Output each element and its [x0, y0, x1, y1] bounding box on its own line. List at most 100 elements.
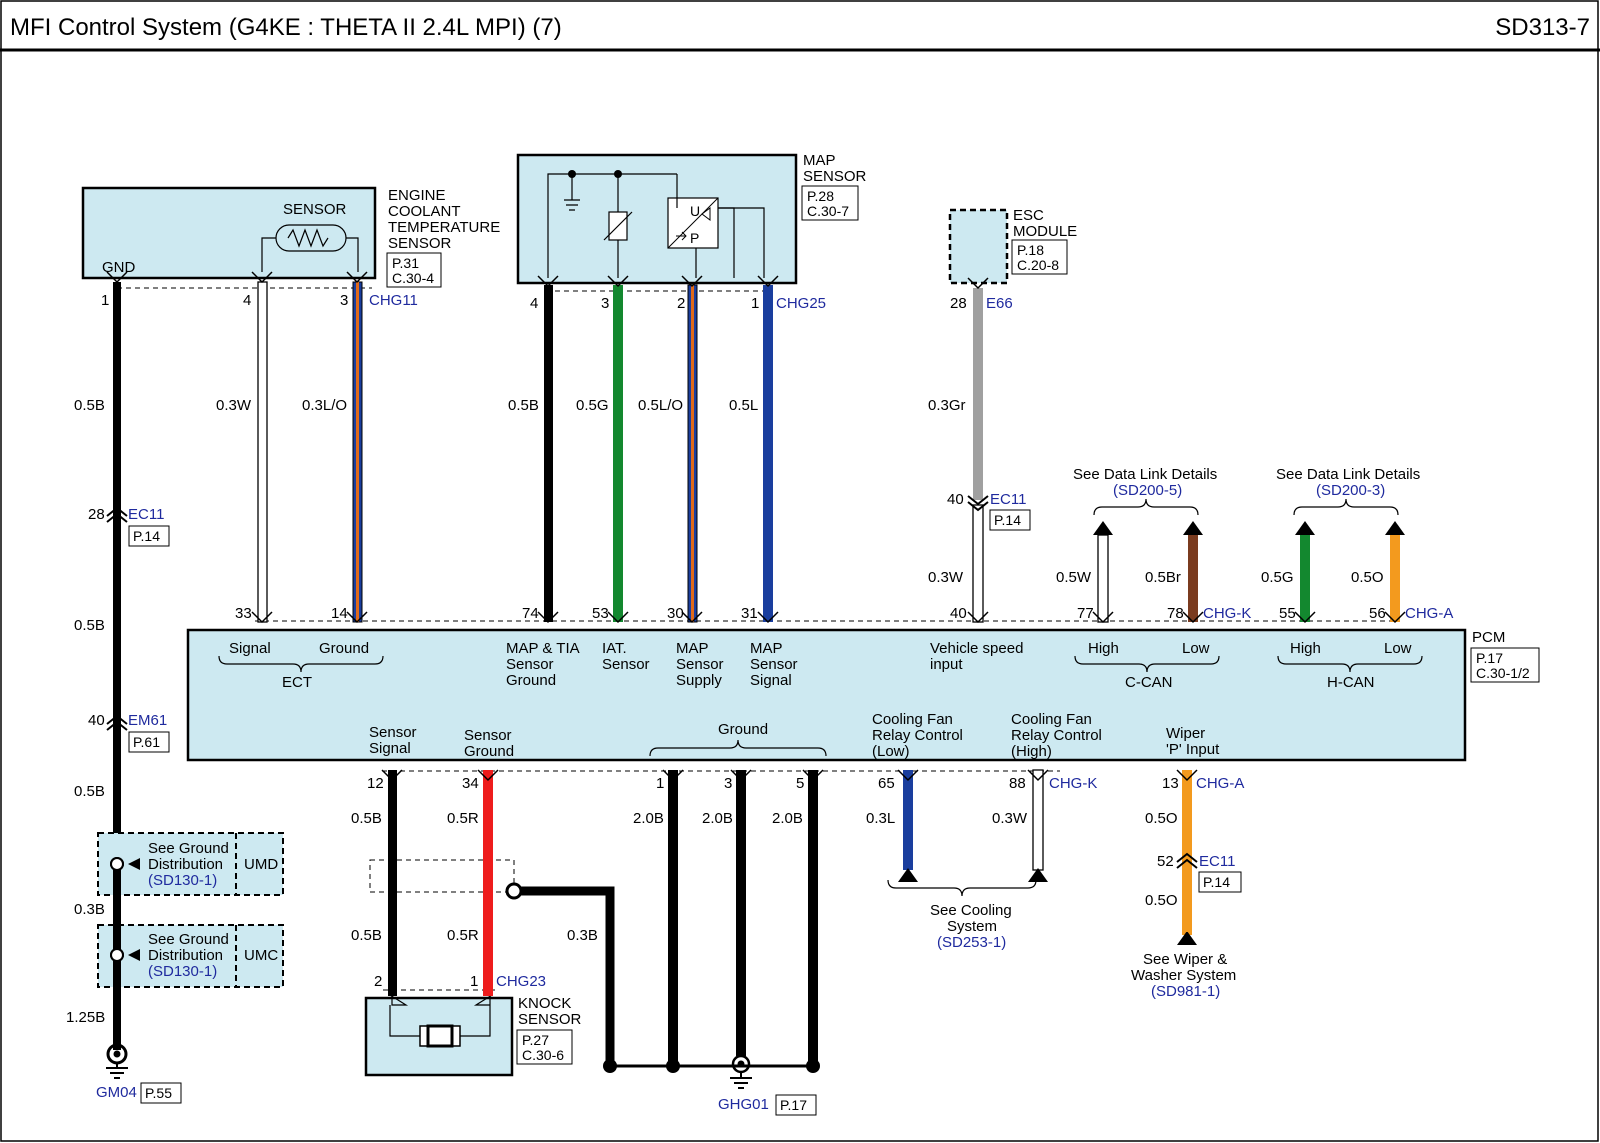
pcm-fan-low-3: (Low)	[872, 743, 910, 760]
pcm-sensor-ground-2: Ground	[464, 743, 514, 760]
pcm-ect: ECT	[282, 674, 312, 691]
pcm-sensor-signal-1: Sensor	[369, 724, 417, 741]
gd-umc-text-2: Distribution	[148, 947, 223, 964]
connector-chg23: CHG23	[496, 973, 546, 990]
pcm-iat-1: IAT.	[602, 640, 627, 657]
gd-umc-text-1: See Ground	[148, 931, 229, 948]
map-conn: C.30-7	[807, 203, 849, 219]
wire-spec-gnd-b: 0.5B	[74, 617, 105, 634]
wire-fan-high	[1032, 769, 1044, 871]
wire-ect-signal	[257, 281, 268, 623]
ect-label-3: TEMPERATURE	[388, 219, 500, 236]
pcm-fan-high-3: (High)	[1011, 743, 1052, 760]
datalink-1-code: (SD200-5)	[1113, 482, 1182, 499]
pin-pcm-77: 77	[1077, 605, 1094, 622]
wire-spec-hcan-hi: 0.5G	[1261, 569, 1294, 586]
pcm-ccan-low: Low	[1182, 640, 1210, 657]
pin-pcm-30: 30	[667, 605, 684, 622]
pin-ec11-52: 52	[1157, 853, 1174, 870]
knock-conn: C.30-6	[522, 1047, 564, 1063]
pcm-iat-2: Sensor	[602, 656, 650, 673]
wire-wiper-lower	[1182, 870, 1192, 932]
braces	[218, 498, 1423, 897]
pin-pcm-13: 13	[1162, 775, 1179, 792]
datalink-2-text: See Data Link Details	[1276, 466, 1420, 483]
wire-spec-wiper-a: 0.5O	[1145, 810, 1178, 827]
datalink-2-code: (SD200-3)	[1316, 482, 1385, 499]
pcm-map-supply-1: MAP	[676, 640, 709, 657]
gd-umd-tag: UMD	[244, 856, 278, 873]
esc-conn: C.20-8	[1017, 257, 1059, 273]
pin-pcm-5: 5	[796, 775, 804, 792]
connector-ec11-a: EC11	[128, 506, 164, 523]
ect-resistor-zigzag	[287, 228, 329, 248]
pin-pcm-78: 78	[1167, 605, 1184, 622]
pin-map-1: 1	[751, 295, 759, 312]
knock-label-1: KNOCK	[518, 995, 571, 1012]
ground-gm04: GM04	[96, 1084, 137, 1101]
ect-label-1: ENGINE	[388, 187, 446, 204]
wire-spec-fan-hi: 0.3W	[992, 810, 1028, 827]
wire-spec-ect-sig: 0.3W	[216, 397, 252, 414]
gd-umc-code: (SD130-1)	[148, 963, 217, 980]
ect-internal-leads	[261, 237, 359, 272]
pcm-ccan-high: High	[1088, 640, 1119, 657]
pin-pcm-31: 31	[741, 605, 758, 622]
ect-sensor-box	[81, 186, 377, 280]
pcm-ect-signal: Signal	[229, 640, 271, 657]
signal-arrows	[898, 521, 1405, 945]
ect-page: P.31	[392, 255, 419, 271]
wire-spec-ccan-hi: 0.5W	[1056, 569, 1092, 586]
pin-pcm-65: 65	[878, 775, 895, 792]
wire-esc-speed-a	[973, 288, 983, 500]
wire-spec-knock-gnd-a: 0.5R	[447, 810, 479, 827]
pcm-map-signal-3: Signal	[750, 672, 792, 689]
wire-spec-map-sup: 0.5L/O	[638, 397, 683, 414]
pin-em61-40: 40	[88, 712, 105, 729]
pcm-fan-high-2: Relay Control	[1011, 727, 1102, 744]
wiper-ref-code: (SD981-1)	[1151, 983, 1220, 1000]
inline-connectors	[106, 495, 1198, 869]
pcm-fan-low-1: Cooling Fan	[872, 711, 953, 728]
wire-spec-esc-b: 0.3W	[928, 569, 964, 586]
pin-map-2: 2	[677, 295, 685, 312]
pcm-hcan-high: High	[1290, 640, 1321, 657]
connector-em61-page: P.61	[133, 734, 160, 750]
wire-spec-ccan-lo: 0.5Br	[1145, 569, 1181, 586]
pin-pcm-55: 55	[1279, 605, 1296, 622]
pin-knock-2: 2	[374, 973, 382, 990]
ground-ghg01-page: P.17	[780, 1097, 807, 1113]
ect-ref-box	[386, 252, 442, 288]
connector-ec11-c-page: P.14	[1203, 874, 1230, 890]
wire-knock-ground	[483, 770, 493, 996]
wire-knock-shield	[514, 886, 615, 1066]
pcm-wiper-1: Wiper	[1166, 725, 1205, 742]
wire-hcan-low	[1390, 535, 1400, 622]
pin-ect-3: 3	[340, 292, 348, 309]
ground-bus-nodes	[603, 1059, 820, 1073]
connector-chg11: CHG11	[369, 292, 418, 309]
wire-pcm-gnd5	[808, 770, 818, 1066]
pin-pcm-3: 3	[724, 775, 732, 792]
pcm-sensor-ground-1: Sensor	[464, 727, 512, 744]
wire-spec-esc-a: 0.3Gr	[928, 397, 966, 414]
wire-map-ground	[544, 285, 553, 622]
pin-ect-1: 1	[101, 292, 109, 309]
knock-label-2: SENSOR	[518, 1011, 582, 1028]
wire-esc-speed-b	[972, 504, 984, 623]
wire-spec-gnd1: 2.0B	[633, 810, 664, 827]
wiper-ref-1: See Wiper &	[1143, 951, 1227, 968]
wire-ccan-low	[1188, 535, 1198, 622]
datalink-1-text: See Data Link Details	[1073, 466, 1217, 483]
pcm-fan-high-1: Cooling Fan	[1011, 711, 1092, 728]
ground-ghg01: GHG01	[718, 1096, 769, 1113]
connector-ec11-c: EC11	[1199, 853, 1235, 870]
wire-spec-fan-lo: 0.3L	[866, 810, 895, 827]
pin-pcm-53: 53	[592, 605, 609, 622]
pin-pcm-1: 1	[656, 775, 664, 792]
pcm-sensor-signal-2: Signal	[369, 740, 411, 757]
pin-pcm-33: 33	[235, 605, 252, 622]
wire-ccan-high	[1097, 534, 1109, 623]
